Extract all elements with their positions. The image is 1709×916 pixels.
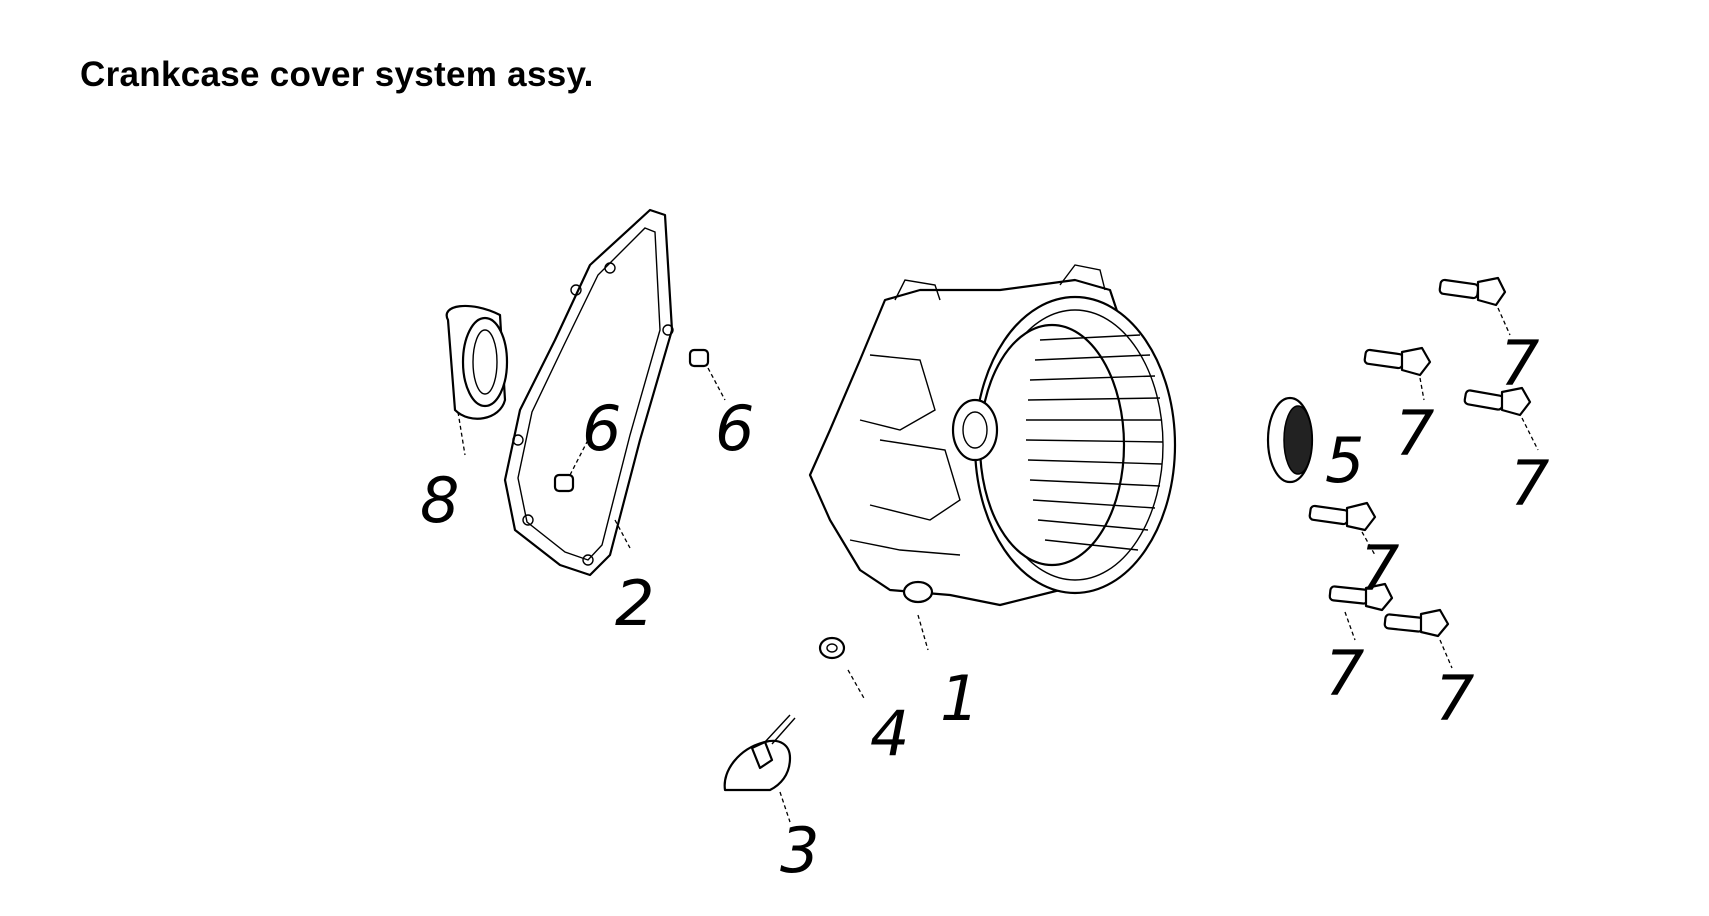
cap-part-5: [1266, 396, 1314, 484]
bolt-part-7e: [1328, 582, 1394, 641]
callout-6a: 6: [582, 392, 621, 465]
callout-6b: 6: [715, 392, 754, 465]
bolt-part-7b: [1363, 346, 1432, 401]
dowel-pin-part-6a: [553, 439, 589, 493]
bolt-part-7d: [1308, 501, 1377, 556]
callout-7a: 7: [1500, 327, 1539, 400]
callout-7c: 7: [1510, 447, 1549, 520]
dowel-pin-part-6b: [688, 348, 726, 401]
diagram-title: Crankcase cover system assy.: [80, 55, 594, 94]
crankcase-cover-part-1: [808, 264, 1177, 651]
fan-fins: [1025, 334, 1164, 551]
gasket-part-2: [503, 208, 674, 577]
callout-7d: 7: [1360, 532, 1399, 605]
oil-seal-part-8: [445, 304, 509, 456]
callout-4: 4: [870, 697, 909, 770]
callout-7b: 7: [1395, 397, 1434, 470]
washer-part-4: [818, 636, 866, 701]
callout-7f: 7: [1435, 662, 1474, 735]
callout-8: 8: [420, 464, 459, 537]
bolt-part-7a: [1438, 276, 1511, 336]
callout-1: 1: [940, 662, 979, 735]
bolt-part-7c: [1463, 386, 1539, 451]
callout-3: 3: [780, 814, 819, 887]
oil-filler-plug-part-3: [723, 714, 796, 823]
callout-2: 2: [615, 567, 654, 640]
callout-5: 5: [1325, 424, 1364, 497]
bolt-part-7f: [1383, 608, 1453, 669]
callout-7e: 7: [1325, 637, 1364, 710]
